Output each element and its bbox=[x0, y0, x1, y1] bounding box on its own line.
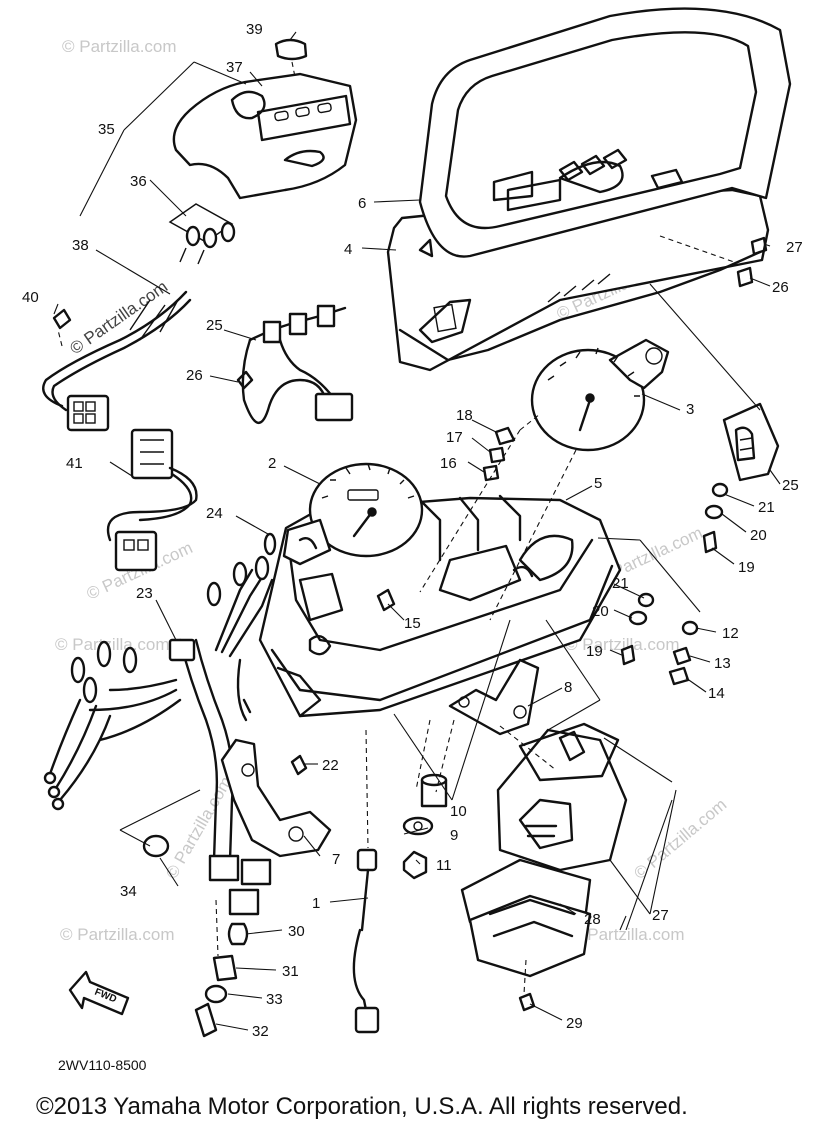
callout-36: 33 bbox=[266, 991, 283, 1008]
part-2-gauge bbox=[282, 462, 424, 566]
callout-28: 25 bbox=[206, 317, 223, 334]
callout-23: 23 bbox=[136, 585, 153, 602]
watermark-9: © Partzilla.com bbox=[630, 795, 730, 883]
watermark-1: © Partzilla.com bbox=[62, 37, 177, 56]
callout-30: 27 bbox=[652, 907, 669, 924]
callout-41: 38 bbox=[72, 237, 89, 254]
part-39-bulbs bbox=[168, 203, 236, 265]
part-41-harness bbox=[42, 290, 192, 432]
callout-18: 18 bbox=[456, 407, 473, 424]
callout-27: 27 bbox=[786, 239, 803, 256]
callout-29: 26 bbox=[186, 367, 203, 384]
part-8-bracket bbox=[448, 658, 540, 736]
watermark-11: © Partzilla.com bbox=[570, 925, 685, 944]
callout-31: 28 bbox=[584, 911, 601, 928]
callout-40: 37 bbox=[226, 59, 243, 76]
callout-24: 24 bbox=[206, 505, 223, 522]
callout-14: 14 bbox=[708, 685, 725, 702]
callout-22: 22 bbox=[322, 757, 339, 774]
part-7-bracket bbox=[220, 738, 332, 858]
callout-33: 30 bbox=[288, 923, 305, 940]
fwd-arrow-icon: FWD bbox=[68, 970, 130, 1016]
callout-37: 34 bbox=[120, 883, 137, 900]
part-26-27-screws bbox=[736, 236, 768, 288]
callout-2: 2 bbox=[268, 455, 276, 472]
callout-21b: 21 bbox=[612, 575, 629, 592]
callout-12: 12 bbox=[722, 625, 739, 642]
callout-6: 6 bbox=[358, 195, 366, 212]
part-25-switch bbox=[722, 402, 780, 482]
callout-19b: 19 bbox=[586, 643, 603, 660]
callout-16: 16 bbox=[440, 455, 457, 472]
part-42-cap bbox=[274, 38, 308, 83]
leader-lines bbox=[53, 31, 781, 1031]
callout-19a: 19 bbox=[738, 559, 755, 576]
part-3-gauge bbox=[530, 338, 670, 452]
callout-44: 41 bbox=[66, 455, 83, 472]
part-33-37-small-parts bbox=[142, 834, 249, 1038]
watermark-7: © Partzilla.com bbox=[565, 635, 680, 654]
callout-4: 4 bbox=[344, 241, 352, 258]
part-44-harness bbox=[106, 428, 198, 572]
callout-3: 3 bbox=[686, 401, 694, 418]
callout-20a: 20 bbox=[750, 527, 767, 544]
callout-13: 13 bbox=[714, 655, 731, 672]
callout-38: 35 bbox=[98, 121, 115, 138]
part-28-harness bbox=[236, 304, 354, 424]
callout-25: 25 bbox=[782, 477, 799, 494]
callout-15: 15 bbox=[404, 615, 421, 632]
part-6-meter-cover bbox=[386, 7, 792, 372]
callout-42: 39 bbox=[246, 21, 263, 38]
callout-21a: 21 bbox=[758, 499, 775, 516]
callout-labels: 39 37 35 36 38 40 25 26 41 6 4 27 26 3 1… bbox=[22, 21, 803, 1040]
part-40-switch-housing bbox=[172, 72, 358, 200]
callout-20b: 20 bbox=[592, 603, 609, 620]
part-23-harness bbox=[43, 532, 277, 916]
callout-39: 36 bbox=[130, 173, 147, 190]
callout-9: 9 bbox=[450, 827, 458, 844]
callout-35: 32 bbox=[252, 1023, 269, 1040]
callout-26: 26 bbox=[772, 279, 789, 296]
part-30-switch-assembly bbox=[460, 722, 628, 978]
callout-5: 5 bbox=[594, 475, 602, 492]
callout-43: 40 bbox=[22, 289, 39, 306]
part-1-cable bbox=[352, 848, 380, 1034]
part-9-10-11-grommets bbox=[402, 773, 448, 880]
watermark-5: © Partzilla.com bbox=[55, 635, 170, 654]
watermark-10: © Partzilla.com bbox=[60, 925, 175, 944]
copyright-notice: ©2013 Yamaha Motor Corporation, U.S.A. A… bbox=[36, 1093, 688, 1120]
callout-1: 1 bbox=[312, 895, 320, 912]
callout-8: 8 bbox=[564, 679, 572, 696]
callout-10: 10 bbox=[450, 803, 467, 820]
callout-7: 7 bbox=[332, 851, 340, 868]
callout-17: 17 bbox=[446, 429, 463, 446]
callout-34: 31 bbox=[282, 963, 299, 980]
diagram-code: 2WV110-8500 bbox=[58, 1057, 147, 1073]
callout-32: 29 bbox=[566, 1015, 583, 1032]
callout-11: 11 bbox=[436, 857, 452, 874]
